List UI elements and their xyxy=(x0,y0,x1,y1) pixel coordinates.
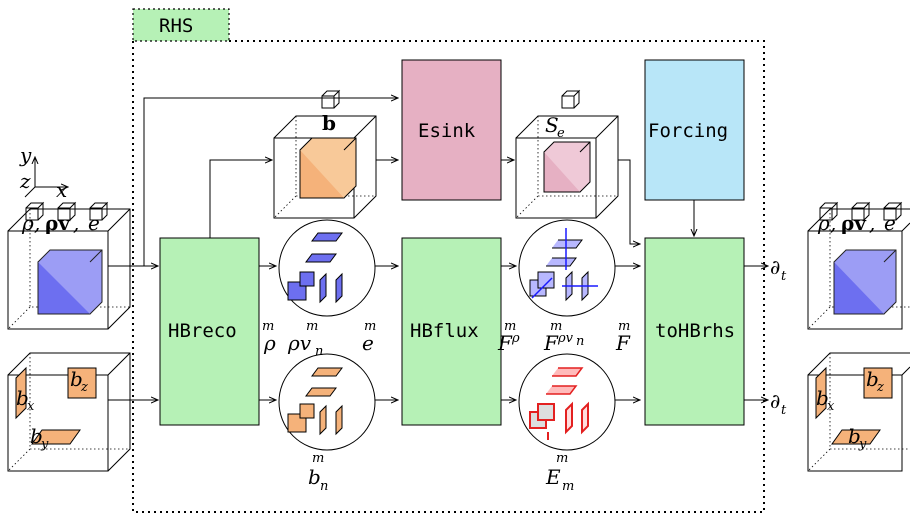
bn-sub: n xyxy=(320,479,328,494)
flux-F2-sup: ρv xyxy=(557,331,574,346)
axis-z: z xyxy=(19,169,31,193)
right-by-sub: y xyxy=(858,437,867,452)
right-rho: ρ xyxy=(817,211,830,235)
recon-rho-m: m xyxy=(262,319,274,334)
left-bx-sub: x xyxy=(27,399,35,414)
top-b-cube xyxy=(273,89,377,219)
left-small-cubes xyxy=(25,201,109,221)
left-by-sub: y xyxy=(40,437,49,452)
tohbrhs-label: toHBrhs xyxy=(655,320,735,342)
left-state-cube xyxy=(7,208,131,330)
forcing-label: Forcing xyxy=(648,120,728,142)
flux-e-m: m xyxy=(618,319,630,334)
flux-F3: F xyxy=(615,331,631,355)
hbflux-label: HBflux xyxy=(410,320,479,342)
bn-label: b xyxy=(308,465,321,489)
flux-F2-sub: n xyxy=(576,334,584,349)
axis-y: y xyxy=(19,143,32,167)
flux-F2: F xyxy=(543,331,559,355)
hbreco-block[interactable] xyxy=(159,237,260,426)
axes-icon xyxy=(24,157,68,198)
left-bz-sub: z xyxy=(80,380,88,395)
right-bz-sub: z xyxy=(876,380,884,395)
right-by: b xyxy=(848,424,861,448)
right-rhov: ρv xyxy=(841,211,867,235)
dt-top-sub: t xyxy=(781,269,787,284)
recon-rho: ρ xyxy=(263,331,276,355)
recon-rhov: ρv xyxy=(287,331,312,355)
recon-e: e xyxy=(362,331,374,355)
rhs-label: RHS xyxy=(159,15,193,37)
recon-e-m: m xyxy=(364,319,376,334)
recon-rhov-m: m xyxy=(306,319,318,334)
em-m: m xyxy=(556,451,568,466)
left-sep2: , xyxy=(73,211,79,235)
tohbrhs-block[interactable] xyxy=(644,237,745,426)
left-e: e xyxy=(88,211,100,235)
right-state-cube xyxy=(807,208,910,330)
dt-top: ∂ xyxy=(770,255,780,279)
hbflux-block[interactable] xyxy=(401,237,502,426)
right-b-cube xyxy=(807,352,910,472)
right-sep1: , xyxy=(830,211,836,235)
rhs-tab xyxy=(132,8,230,42)
bn-m: m xyxy=(312,451,324,466)
right-bx-sub: x xyxy=(827,399,835,414)
se-label-sub: e xyxy=(557,126,565,141)
left-b-cube xyxy=(7,352,131,472)
hbreco-label: HBreco xyxy=(168,320,237,342)
rhs-frame xyxy=(132,40,765,513)
flux-circle xyxy=(518,219,616,317)
recon-rhov-sub: n xyxy=(315,344,323,359)
left-rho: ρ xyxy=(21,211,34,235)
recon-b-circle xyxy=(278,353,376,451)
flux-rhov-m: m xyxy=(550,319,562,334)
left-by: b xyxy=(30,424,43,448)
left-sep1: , xyxy=(34,211,40,235)
em-sub: m xyxy=(562,479,574,494)
axis-x: x xyxy=(56,178,67,202)
flux-F1-sup: ρ xyxy=(511,331,520,346)
em-circle xyxy=(518,353,616,451)
esink-label: Esink xyxy=(418,120,476,142)
flux-F1: F xyxy=(497,331,513,355)
em-label: E xyxy=(545,465,561,489)
left-state-inner-cube xyxy=(37,249,103,315)
right-bx: b xyxy=(816,386,829,410)
left-bx: b xyxy=(16,386,29,410)
right-bz: b xyxy=(866,367,879,391)
forcing-block[interactable] xyxy=(644,59,745,201)
flux-rho-m: m xyxy=(504,319,516,334)
se-label: S xyxy=(545,113,559,137)
top-b-label: b xyxy=(322,111,336,135)
esink-block[interactable] xyxy=(401,59,502,201)
left-bz: b xyxy=(70,367,83,391)
right-sep2: , xyxy=(869,211,875,235)
se-cube xyxy=(515,89,619,219)
right-e: e xyxy=(884,211,896,235)
dt-bottom: ∂ xyxy=(770,389,780,413)
right-small-cubes xyxy=(819,201,903,221)
dt-bottom-sub: t xyxy=(781,403,787,418)
left-rhov: ρv xyxy=(45,211,71,235)
recon-faces-circle xyxy=(278,219,376,317)
